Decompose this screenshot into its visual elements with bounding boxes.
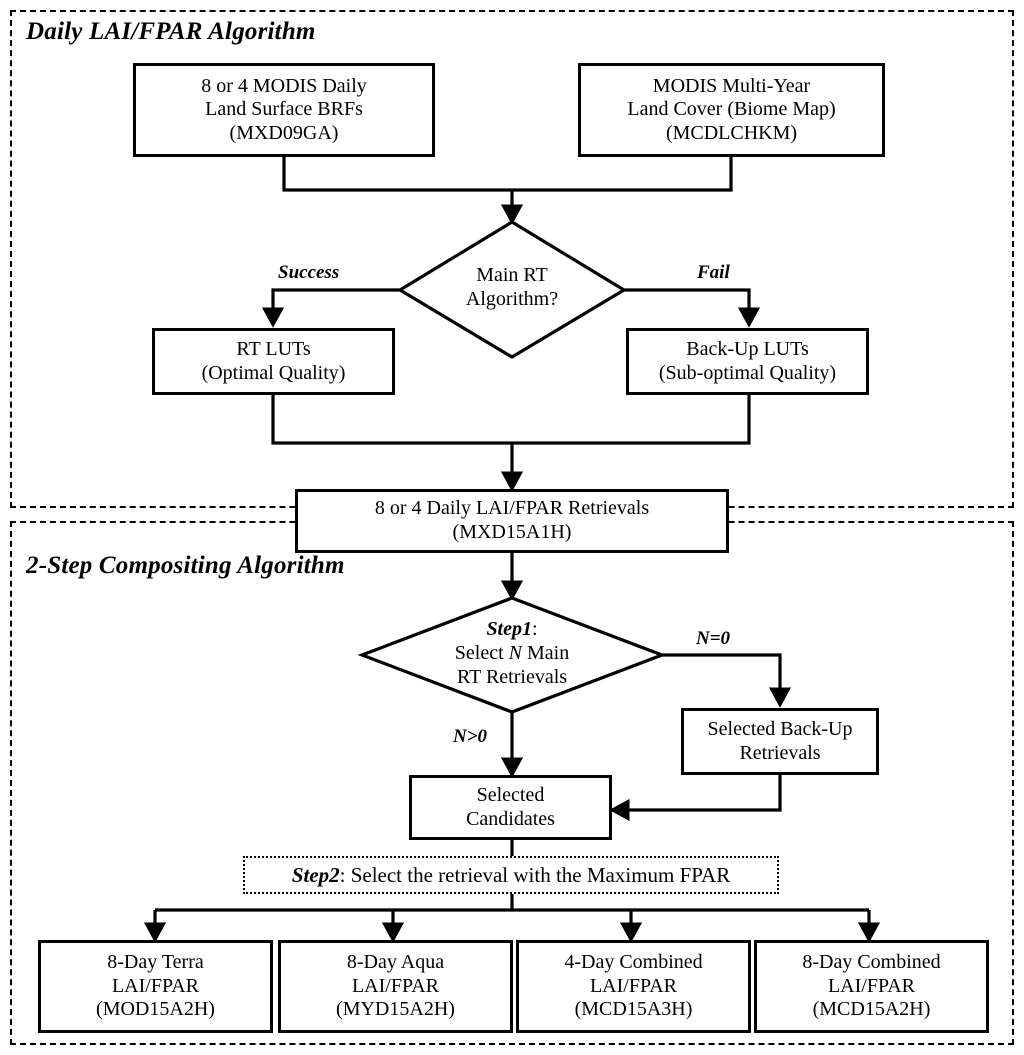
edge-fail-to-backupluts xyxy=(624,288,761,328)
backupluts-line1: Back-Up LUTs xyxy=(686,337,809,360)
decision-main-rt-algorithm xyxy=(396,220,628,359)
node-selected-backup-retrievals[interactable]: Selected Back-Up Retrievals xyxy=(681,708,879,775)
output-3-line1: 4-Day Combined xyxy=(564,951,703,974)
output-4-line2: LAI/FPAR xyxy=(827,974,916,997)
daily-line1: 8 or 4 Daily LAI/FPAR Retrievals xyxy=(374,497,650,520)
section-title-compositing: 2-Step Compositing Algorithm xyxy=(26,552,345,579)
edge-success-to-rtluts xyxy=(261,288,400,328)
output-box-aqua[interactable]: 8-Day Aqua LAI/FPAR (MYD15A2H) xyxy=(278,940,513,1033)
node-rt-luts[interactable]: RT LUTs (Optimal Quality) xyxy=(152,328,395,395)
node-selected-backup-retrievals-text: Selected Back-Up Retrievals xyxy=(684,718,876,765)
brf-line3: (MXD09GA) xyxy=(229,121,339,144)
step1-variable-n: N xyxy=(508,642,522,664)
output-box-combined-4day[interactable]: 4-Day Combined LAI/FPAR (MCD15A3H) xyxy=(516,940,751,1033)
node-daily-lai-fpar-retrievals-text: 8 or 4 Daily LAI/FPAR Retrievals (MXD15A… xyxy=(298,497,726,544)
decision-step1-select-n xyxy=(357,596,667,714)
edge-inputs-merge xyxy=(282,157,733,192)
step1-text: Step1: Select N Main RT Retrievals xyxy=(382,617,642,689)
step1-colon: : xyxy=(532,618,538,640)
edge-backup-selected-to-candidates xyxy=(609,775,782,822)
output-2-line2: LAI/FPAR xyxy=(351,974,440,997)
step1-line1: Step1: xyxy=(382,617,642,641)
step1-line3: RT Retrievals xyxy=(456,666,568,688)
output-2-line3: (MYD15A2H) xyxy=(336,998,455,1021)
output-box-terra-text: 8-Day Terra LAI/FPAR (MOD15A2H) xyxy=(41,951,270,1022)
brf-line2: Land Surface BRFs xyxy=(205,98,363,121)
node-modis-daily-brf[interactable]: 8 or 4 MODIS Daily Land Surface BRFs (MX… xyxy=(133,63,435,157)
brf-line1: 8 or 4 MODIS Daily xyxy=(201,74,367,97)
edge-luts-merge xyxy=(271,395,751,445)
node-daily-lai-fpar-retrievals[interactable]: 8 or 4 Daily LAI/FPAR Retrievals (MXD15A… xyxy=(295,489,729,553)
rtluts-line2: (Optimal Quality) xyxy=(201,361,346,384)
edge-label-n-greater-0: N>0 xyxy=(453,726,488,747)
candidates-line1: Selected xyxy=(476,783,545,806)
edge-label-success: Success xyxy=(278,262,340,283)
output-1-line2: LAI/FPAR xyxy=(111,974,200,997)
output-box-aqua-text: 8-Day Aqua LAI/FPAR (MYD15A2H) xyxy=(281,951,510,1022)
decision1-line1: Main RT xyxy=(476,264,548,286)
node-backup-luts-text: Back-Up LUTs (Sub-optimal Quality) xyxy=(629,338,866,385)
node-rt-luts-text: RT LUTs (Optimal Quality) xyxy=(155,338,392,385)
candidates-line2: Candidates xyxy=(466,807,555,830)
step1-line2-suffix: Main xyxy=(522,642,570,664)
step1-line2-prefix: Select xyxy=(454,642,509,664)
node-modis-daily-brf-text: 8 or 4 MODIS Daily Land Surface BRFs (MX… xyxy=(136,75,432,146)
step2-bar-text: Step2: Select the retrieval with the Max… xyxy=(292,863,730,888)
landcover-line1: MODIS Multi-Year xyxy=(652,74,811,97)
output-3-line2: LAI/FPAR xyxy=(589,974,678,997)
section-title-daily: Daily LAI/FPAR Algorithm xyxy=(26,18,316,45)
step2-label: Step2 xyxy=(291,862,340,887)
output-4-line3: (MCD15A2H) xyxy=(812,998,931,1021)
node-modis-land-cover[interactable]: MODIS Multi-Year Land Cover (Biome Map) … xyxy=(578,63,885,157)
edge-label-fail: Fail xyxy=(697,262,730,283)
backupluts-line2: (Sub-optimal Quality) xyxy=(658,361,837,384)
backup-sel-line1: Selected Back-Up xyxy=(707,717,853,740)
step2-description: : Select the retrieval with the Maximum … xyxy=(339,862,731,887)
rtluts-line1: RT LUTs xyxy=(236,337,311,360)
edge-label-n-equals-0: N=0 xyxy=(696,628,731,649)
decision1-line2: Algorithm? xyxy=(465,288,559,310)
output-box-terra[interactable]: 8-Day Terra LAI/FPAR (MOD15A2H) xyxy=(38,940,273,1033)
node-selected-candidates[interactable]: Selected Candidates xyxy=(409,775,612,840)
output-box-combined-8day[interactable]: 8-Day Combined LAI/FPAR (MCD15A2H) xyxy=(754,940,989,1033)
backup-sel-line2: Retrievals xyxy=(739,741,821,764)
output-2-line1: 8-Day Aqua xyxy=(346,951,445,974)
node-backup-luts[interactable]: Back-Up LUTs (Sub-optimal Quality) xyxy=(626,328,869,395)
output-3-line3: (MCD15A3H) xyxy=(574,998,693,1021)
output-4-line1: 8-Day Combined xyxy=(802,951,941,974)
landcover-line3: (MCDLCHKM) xyxy=(665,121,798,144)
output-box-combined-8day-text: 8-Day Combined LAI/FPAR (MCD15A2H) xyxy=(757,951,986,1022)
node-selected-candidates-text: Selected Candidates xyxy=(412,784,609,831)
output-1-line3: (MOD15A2H) xyxy=(96,998,215,1021)
step2-select-max-fpar-bar[interactable]: Step2: Select the retrieval with the Max… xyxy=(243,856,779,894)
decision1-text: Main RT Algorithm? xyxy=(412,263,612,311)
edge-n-eq-0-to-backup-selected xyxy=(662,653,792,708)
daily-line2: (MXD15A1H) xyxy=(452,521,572,543)
step1-line2: Select N Main xyxy=(382,641,642,665)
landcover-line2: Land Cover (Biome Map) xyxy=(627,98,836,121)
output-1-line1: 8-Day Terra xyxy=(107,951,204,974)
output-box-combined-4day-text: 4-Day Combined LAI/FPAR (MCD15A3H) xyxy=(519,951,748,1022)
step1-label: Step1 xyxy=(486,618,532,640)
node-modis-land-cover-text: MODIS Multi-Year Land Cover (Biome Map) … xyxy=(581,75,882,146)
